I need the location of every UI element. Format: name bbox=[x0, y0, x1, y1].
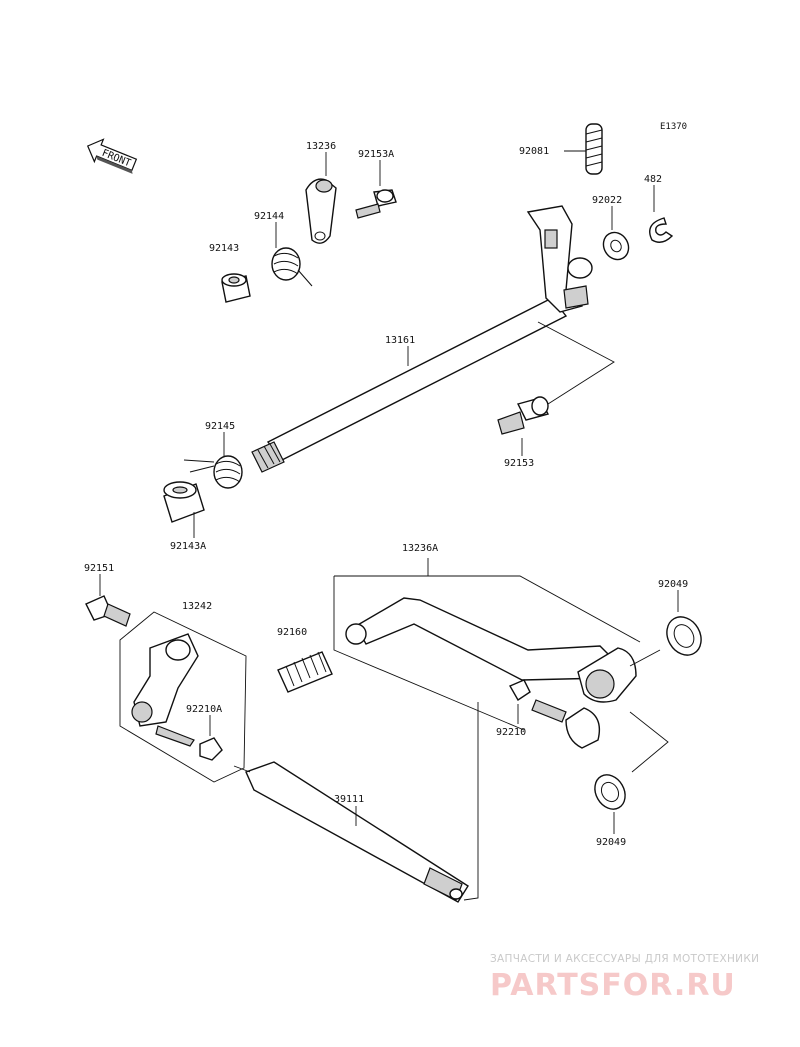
label-92143: 92143 bbox=[209, 243, 239, 254]
label-92160: 92160 bbox=[277, 627, 307, 638]
watermark-logo: PARTSFOR.RU bbox=[490, 968, 736, 1003]
diagram-code: E1370 bbox=[660, 122, 687, 132]
part-92210a-nut bbox=[155, 725, 223, 761]
label-13242: 13242 bbox=[182, 601, 212, 612]
part-92022-washer bbox=[602, 231, 630, 261]
label-13161: 13161 bbox=[385, 335, 415, 346]
part-92143-collar bbox=[221, 273, 251, 303]
label-92151: 92151 bbox=[84, 563, 114, 574]
part-92049-seal-top bbox=[666, 616, 702, 656]
label-92153a: 92153A bbox=[358, 149, 394, 160]
part-92144-spring bbox=[271, 247, 313, 287]
part-92153a-bolt bbox=[355, 189, 397, 219]
part-13242-lever bbox=[131, 633, 199, 727]
label-92049-bottom: 92049 bbox=[596, 837, 626, 848]
label-13236a: 13236A bbox=[402, 543, 438, 554]
assembly-bracket-13236a bbox=[333, 558, 641, 731]
assembly-bracket-39111 bbox=[233, 702, 479, 901]
part-92160-rubber bbox=[277, 651, 333, 693]
label-39111: 39111 bbox=[334, 794, 364, 805]
part-92049-seal-bottom bbox=[594, 774, 626, 810]
part-92145-spring bbox=[183, 455, 243, 489]
label-92210a: 92210A bbox=[186, 704, 222, 715]
part-92153-bolt bbox=[497, 396, 550, 435]
part-13161-shaft bbox=[251, 205, 593, 473]
part-13236a-pedal bbox=[345, 597, 637, 749]
watermark-tagline: ЗАПЧАСТИ И АКСЕССУАРЫ ДЛЯ МОТОТЕХНИКИ bbox=[490, 953, 759, 965]
assembly-bracket-13242 bbox=[119, 611, 247, 783]
label-92049-top: 92049 bbox=[658, 579, 688, 590]
part-92143a-collar bbox=[163, 481, 205, 523]
label-92153: 92153 bbox=[504, 458, 534, 469]
part-92081-spring bbox=[585, 123, 603, 175]
assembly-bracket-seals bbox=[629, 649, 669, 773]
part-39111-rod bbox=[245, 761, 469, 903]
label-92210: 92210 bbox=[496, 727, 526, 738]
assembly-bracket-upper bbox=[525, 321, 615, 419]
part-92210-nut bbox=[509, 679, 567, 723]
front-arrow-icon: FRONT bbox=[86, 138, 138, 174]
label-92143a: 92143A bbox=[170, 541, 206, 552]
label-13236: 13236 bbox=[306, 141, 336, 152]
label-482: 482 bbox=[644, 174, 662, 185]
label-92022: 92022 bbox=[592, 195, 622, 206]
label-92081: 92081 bbox=[519, 146, 549, 157]
part-92151-bolt bbox=[85, 595, 131, 627]
part-482-circlip bbox=[649, 217, 674, 243]
part-13236-lever bbox=[305, 178, 337, 244]
label-92145: 92145 bbox=[205, 421, 235, 432]
label-92144: 92144 bbox=[254, 211, 284, 222]
